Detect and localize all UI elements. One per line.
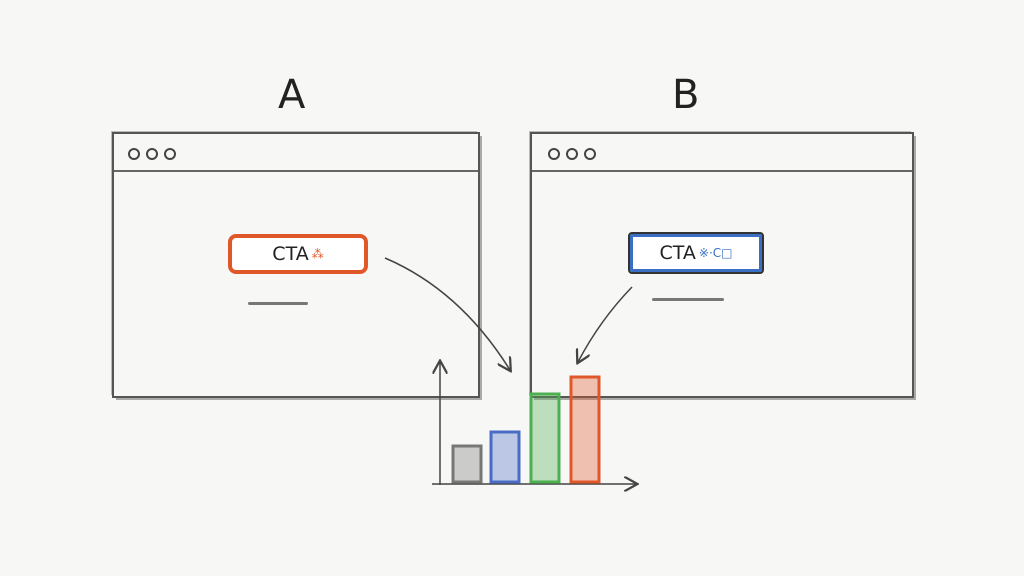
browser-window-a: CTA⁂ <box>112 132 480 398</box>
window-dot-icon <box>548 148 560 160</box>
window-dot-icon <box>146 148 158 160</box>
text-line <box>652 298 724 301</box>
variant-b-label: B <box>672 72 700 118</box>
cta-label: CTA <box>659 242 696 264</box>
chart-bar-3 <box>529 392 561 484</box>
window-titlebar <box>114 134 478 172</box>
window-dot-icon <box>128 148 140 160</box>
scribble-icon: ※·C□ <box>698 246 733 260</box>
chart-bars <box>451 375 601 484</box>
cta-button-a[interactable]: CTA⁂ <box>228 234 368 274</box>
browser-window-b: CTA※·C□ <box>530 132 914 398</box>
window-dot-icon <box>584 148 596 160</box>
arrow-b-to-chart <box>578 286 633 362</box>
cta-label: CTA <box>272 243 309 265</box>
arrow-a-to-chart <box>384 257 510 370</box>
window-dot-icon <box>566 148 578 160</box>
chart-bar-4 <box>569 375 601 484</box>
cta-button-b[interactable]: CTA※·C□ <box>628 232 764 274</box>
chart-bar-2 <box>489 430 521 484</box>
window-titlebar <box>532 134 912 172</box>
variant-a-label: A <box>278 72 306 118</box>
scribble-icon: ⁂ <box>311 247 324 261</box>
text-line <box>248 302 308 305</box>
window-dot-icon <box>164 148 176 160</box>
chart-bar-1 <box>451 444 483 484</box>
